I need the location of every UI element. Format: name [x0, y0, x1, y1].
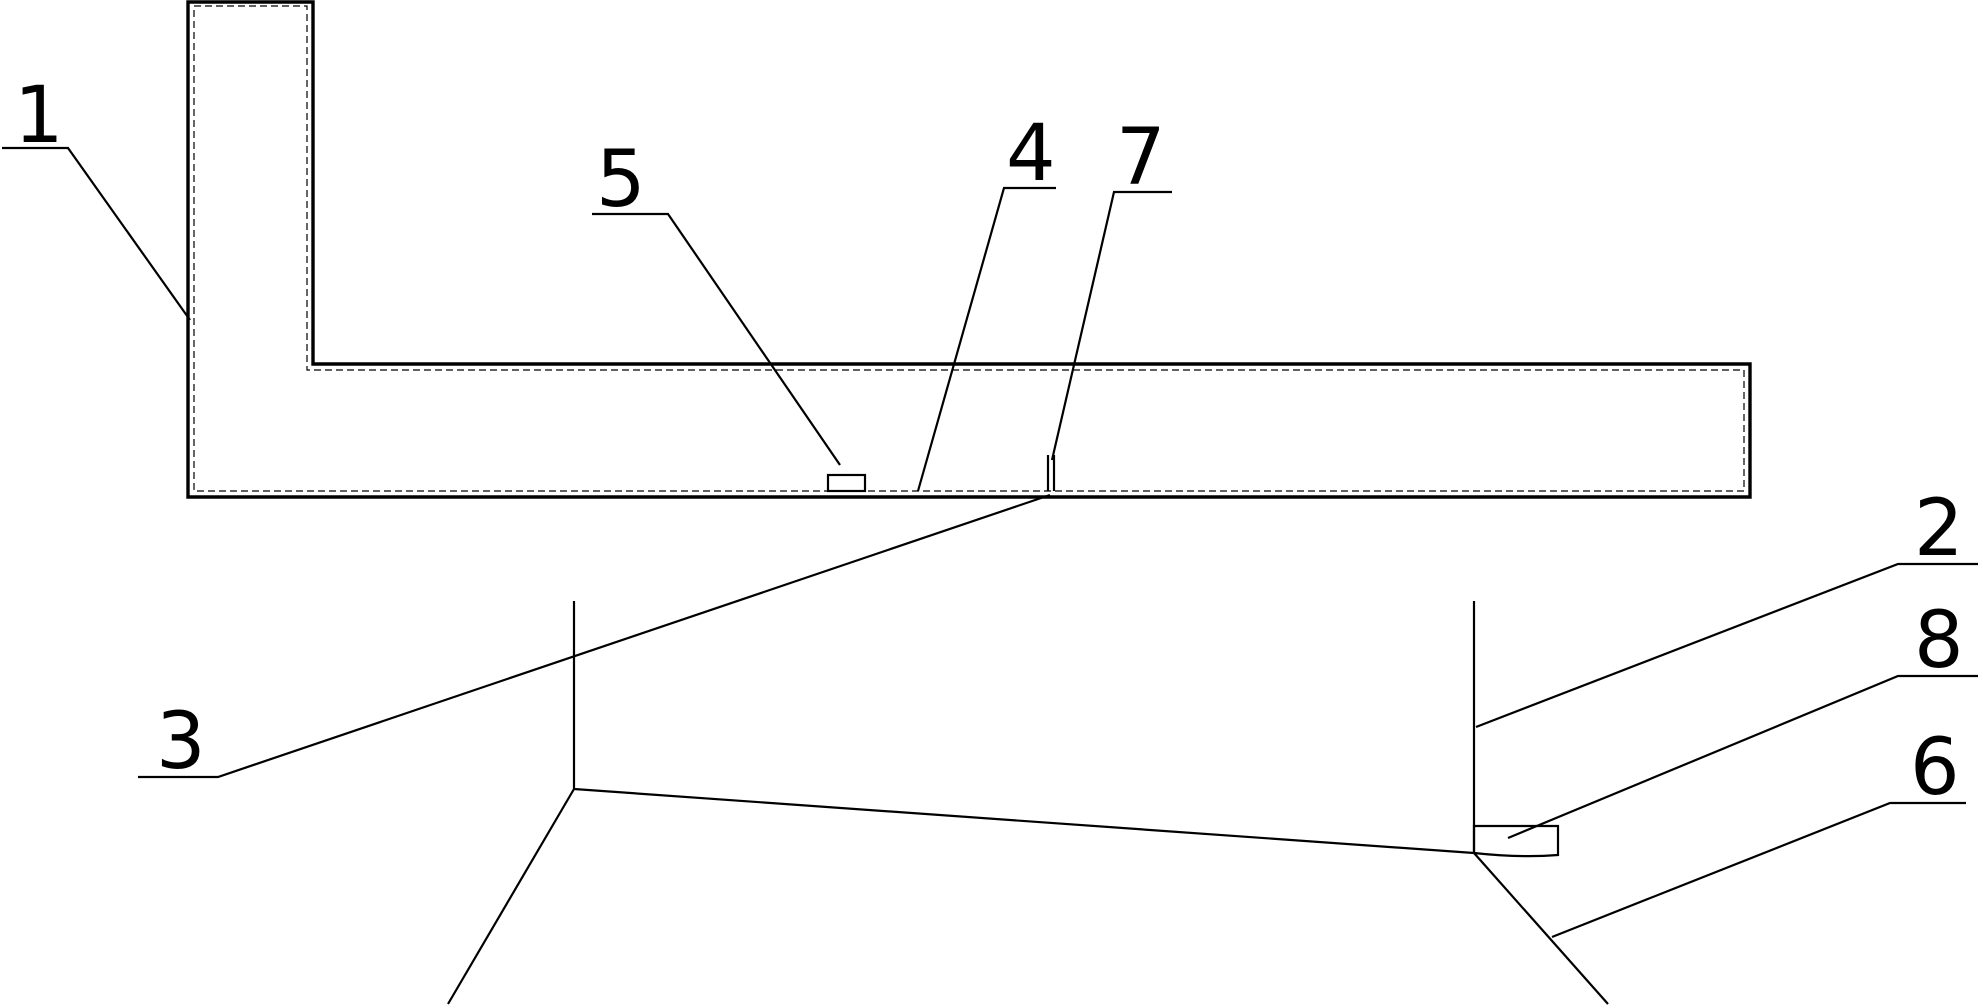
- l-body-inner-outline: [193, 5, 1745, 492]
- leader-1: [2, 146, 191, 321]
- label-8: 8: [1914, 596, 1964, 686]
- leader-5: [592, 212, 841, 466]
- leader-7: [1050, 190, 1172, 461]
- part-5-block: [826, 473, 867, 493]
- label-6: 6: [1910, 723, 1960, 813]
- lower-frame: [447, 601, 1609, 1005]
- frame-right-diagonal: [1473, 852, 1609, 1005]
- leader-6: [1551, 801, 1966, 939]
- label-2: 2: [1914, 484, 1964, 574]
- leader-4: [916, 186, 1056, 492]
- leader-lines: [2, 146, 1978, 939]
- reference-numerals: 1 5 4 7 3 2 8 6: [14, 71, 1964, 813]
- leader-3: [138, 493, 1051, 779]
- leader-8: [1507, 674, 1978, 840]
- l-body-outer-outline: [186, 0, 1752, 499]
- label-3: 3: [156, 697, 206, 787]
- label-1: 1: [14, 71, 64, 161]
- l-shaped-body: [186, 0, 1752, 499]
- label-5: 5: [596, 135, 646, 225]
- label-7: 7: [1116, 113, 1166, 203]
- part-8-plate: [1472, 824, 1560, 858]
- label-4: 4: [1006, 109, 1056, 199]
- frame-bottom-edge: [573, 787, 1475, 855]
- leader-2: [1475, 562, 1978, 729]
- frame-left-diagonal: [447, 788, 575, 1005]
